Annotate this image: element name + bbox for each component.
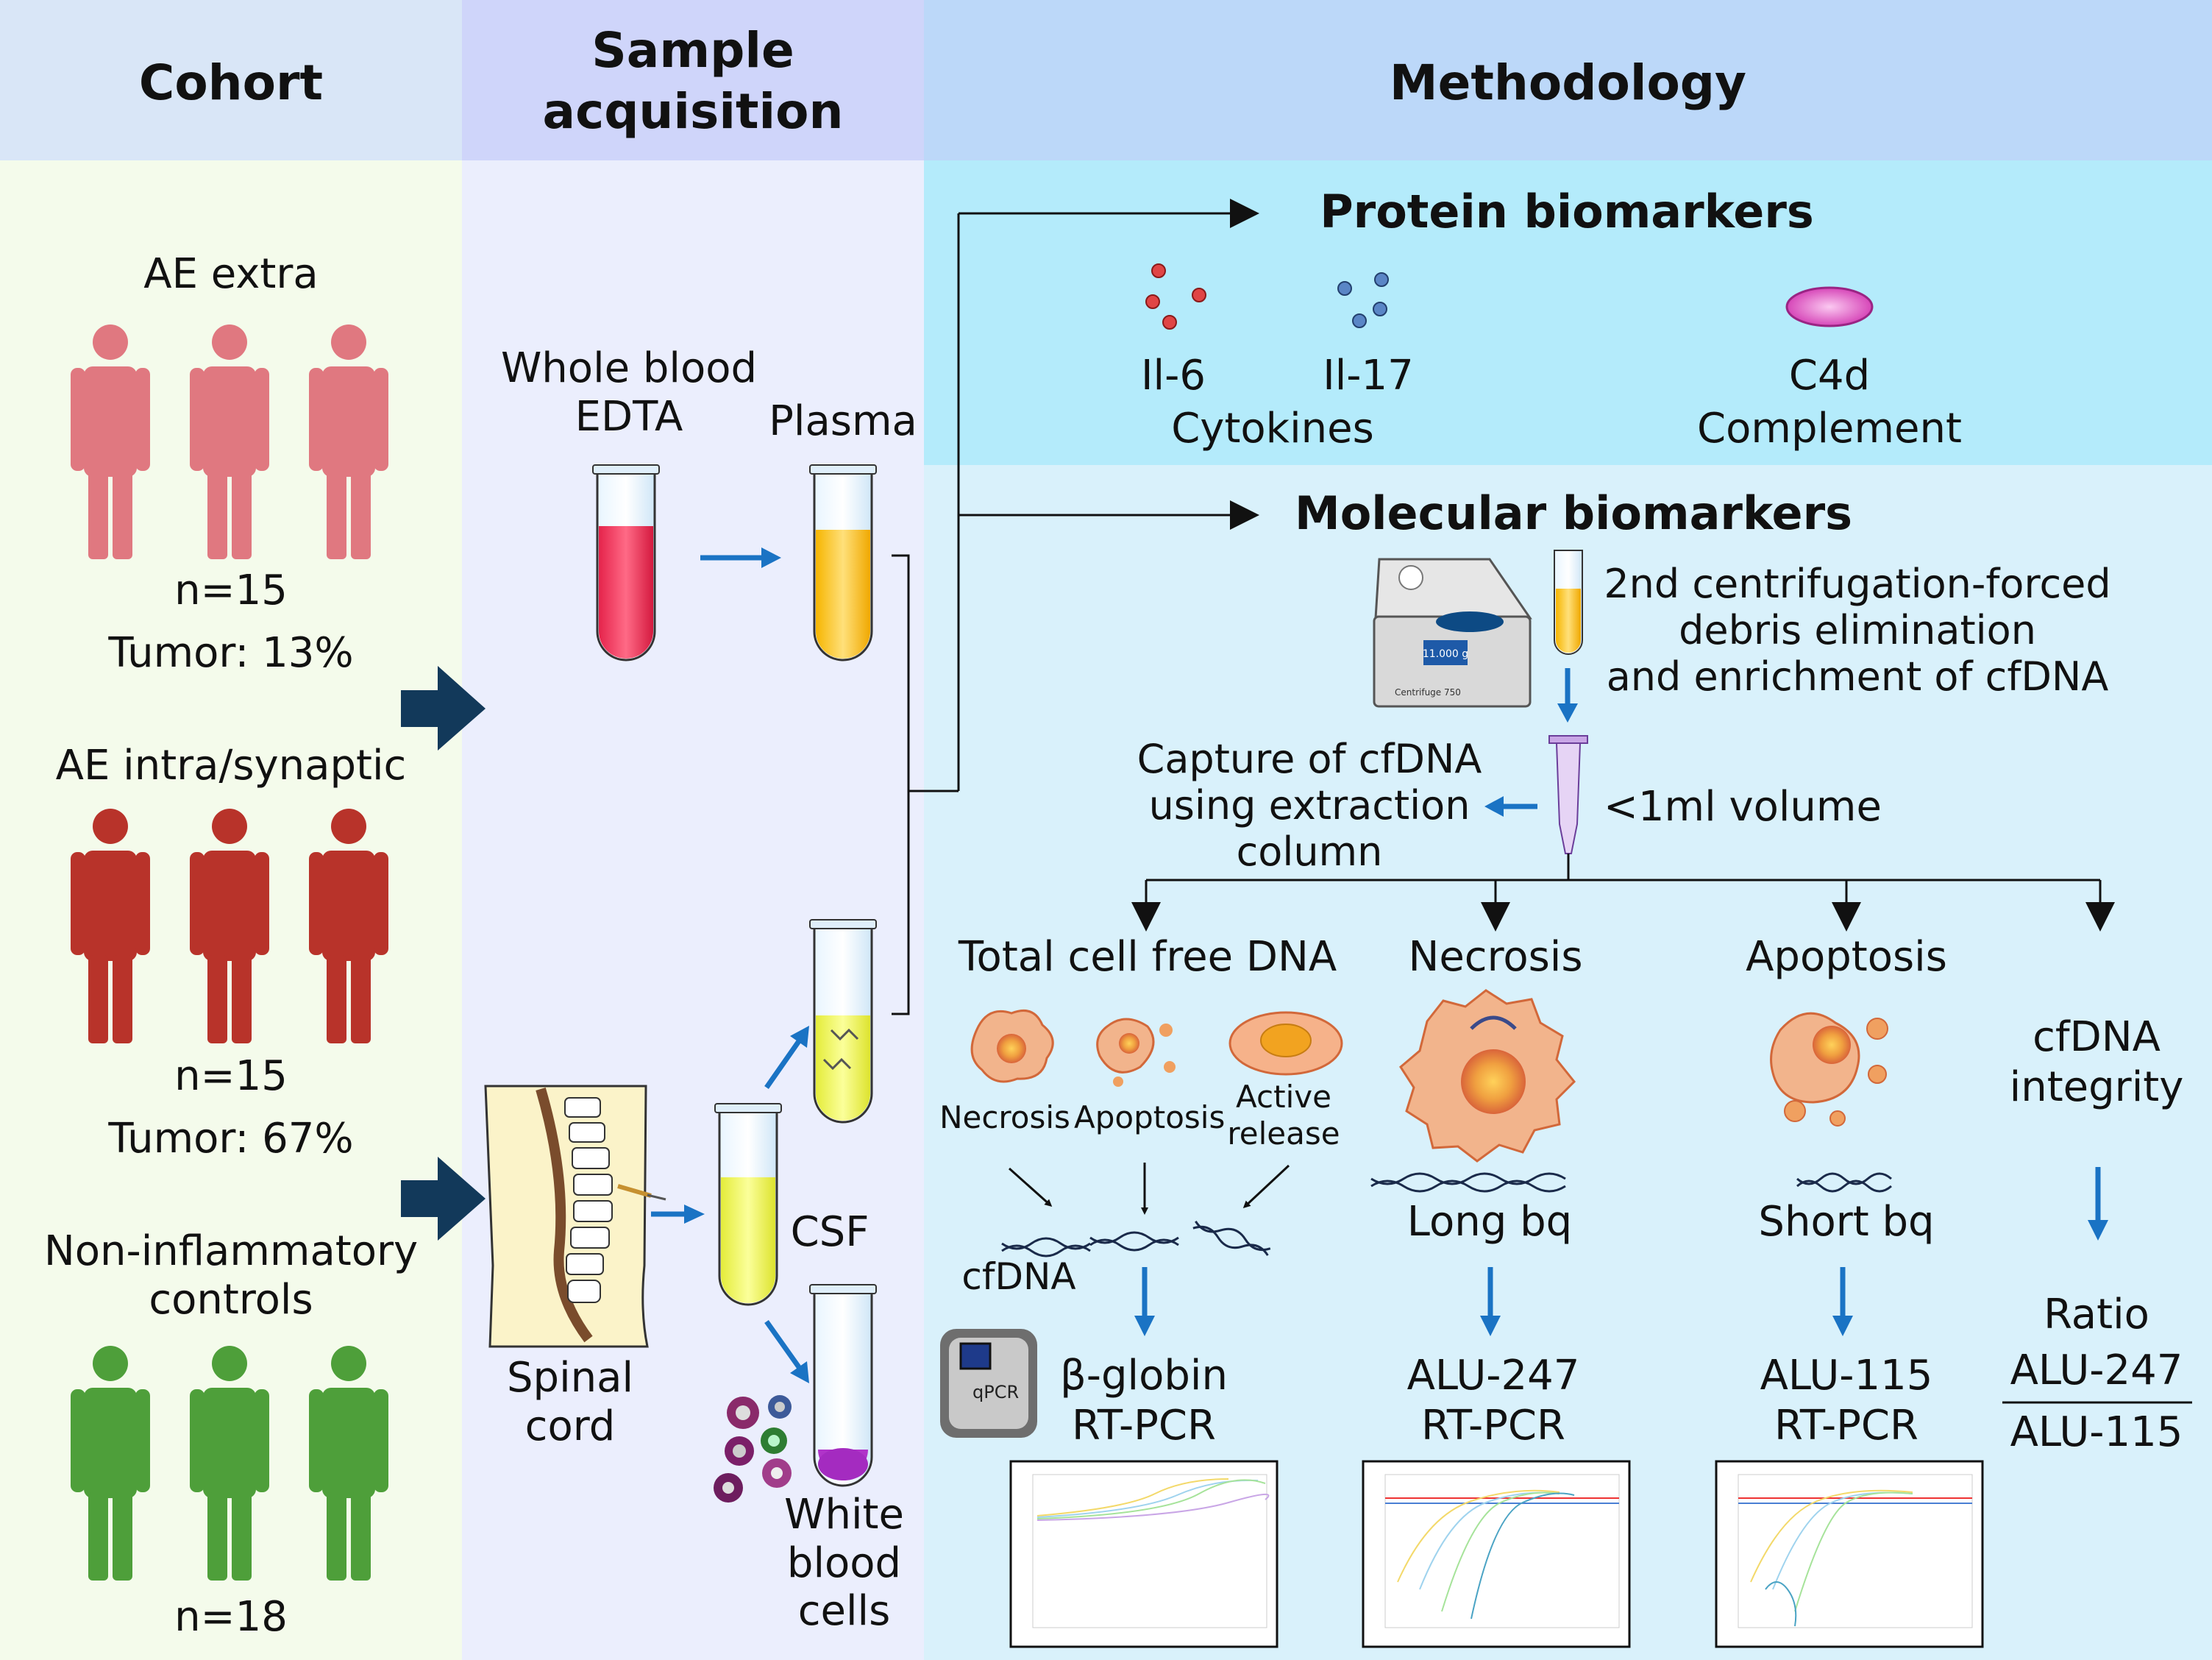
branch-apoptosis: Apoptosis [1746, 933, 1947, 981]
necrosis-cell-icon [1399, 989, 1576, 1163]
il17-molecules-icon [1337, 272, 1389, 328]
cfdna-tube [1554, 550, 1583, 655]
centrifugation-text: 2nd centrifugation-forced debris elimina… [1604, 561, 2111, 700]
cfdna-to-betaglobin-arrow [1134, 1267, 1155, 1336]
amplification-plot-alu115 [1715, 1460, 1984, 1648]
cohort-to-csf-arrow [401, 1157, 486, 1241]
cfdna-label: cfDNA [961, 1255, 1076, 1298]
methodology-header: Methodology [1389, 54, 1747, 111]
cohort-to-blood-arrow [401, 666, 486, 751]
amplification-plot-alu247 [1362, 1460, 1631, 1648]
group-ae-extra-tumor: Tumor: 13% [108, 629, 354, 677]
alu115-label: ALU-115 RT-PCR [1760, 1352, 1933, 1450]
blood-to-plasma-arrow [700, 547, 781, 568]
csf-label: CSF [790, 1208, 869, 1256]
branch-total-cfdna: Total cell free DNA [958, 933, 1337, 981]
group-controls-n: n=18 [174, 1593, 288, 1641]
qpcr-label: qPCR [972, 1382, 1019, 1402]
whole-blood-tube [592, 464, 660, 661]
spinal-cord-label: Spinal cord [506, 1354, 634, 1450]
branch-tree [1131, 854, 2115, 932]
short-dna-icon [1796, 1172, 1892, 1193]
long-bq-to-alu247-arrow [1480, 1267, 1501, 1336]
beta-globin-label: β-globin RT-PCR [1060, 1352, 1228, 1450]
short-bq-label: Short bq [1758, 1198, 1935, 1246]
complement-label: Complement [1697, 405, 1962, 453]
group-ae-intra-name: AE intra/synaptic [55, 742, 407, 790]
wbc-tube [809, 1284, 877, 1487]
cohort-header: Cohort [138, 54, 324, 111]
il6-label: Il-6 [1141, 352, 1206, 400]
sub-apoptosis-label: Apoptosis [1074, 1099, 1226, 1135]
c4d-label: C4d [1788, 352, 1871, 400]
whole-blood-label: Whole blood EDTA [500, 344, 758, 441]
group-ae-intra-people [71, 809, 388, 1043]
ratio-denominator: ALU-115 [2010, 1408, 2183, 1456]
centrifuge-display: 11.000 g [1423, 648, 1468, 660]
qpcr-machine-icon: qPCR [940, 1329, 1037, 1438]
ratio-numerator: ALU-247 [2010, 1347, 2183, 1394]
capture-text: Capture of cfDNA using extraction column [1137, 736, 1482, 876]
integrity-to-ratio-arrow [2088, 1167, 2108, 1241]
molecular-biomarkers-title: Molecular biomarkers [1295, 486, 1853, 540]
cytokines-label: Cytokines [1171, 405, 1374, 453]
amplification-plot-betaglobin [1009, 1460, 1279, 1648]
centrifuge-icon: 11.000 g Centrifuge 750 [1373, 558, 1532, 708]
extraction-column-icon [1548, 735, 1588, 854]
sub-necrosis-label: Necrosis [939, 1099, 1070, 1135]
methodology-header-bg [924, 0, 2212, 160]
small-active-release-cell-icon [1228, 1011, 1343, 1076]
cfdna-source-arrows [1009, 1163, 1290, 1215]
branch-necrosis: Necrosis [1408, 933, 1583, 981]
sample-bracket [892, 199, 1259, 1015]
il17-label: Il-17 [1323, 352, 1414, 400]
csf-to-supernatant-arrow [764, 1026, 809, 1090]
short-bq-to-alu115-arrow [1832, 1267, 1853, 1336]
branch-cfdna-integrity: cfDNA integrity [2009, 1013, 2184, 1112]
csf-to-wbc-arrow [764, 1319, 809, 1383]
cfdna-strands-icon [1001, 1220, 1271, 1258]
group-ae-extra-n: n=15 [174, 567, 288, 614]
group-controls-people [71, 1346, 388, 1581]
sub-active-release-label: Active release [1227, 1079, 1340, 1152]
small-apoptosis-cell-icon [1096, 1018, 1176, 1087]
group-ae-intra-tumor: Tumor: 67% [108, 1115, 354, 1163]
small-necrosis-cell-icon [970, 1010, 1054, 1083]
group-ae-intra-n: n=15 [174, 1052, 288, 1100]
volume-text: <1ml volume [1604, 783, 1882, 831]
ratio-label: Ratio [2044, 1291, 2149, 1338]
column-to-capture-arrow [1484, 796, 1537, 817]
long-dna-icon [1370, 1172, 1566, 1193]
alu247-label: ALU-247 RT-PCR [1406, 1352, 1580, 1450]
c4d-icon [1785, 286, 1874, 327]
wbc-cells-icon [714, 1395, 792, 1503]
sample-header: Sample acquisition [542, 22, 844, 140]
protein-biomarkers-title: Protein biomarkers [1320, 185, 1814, 238]
spinal-cord-illustration [484, 1085, 666, 1348]
protein-panel [924, 160, 2212, 465]
csf-supernatant-tube [809, 919, 877, 1124]
group-ae-extra-name: AE extra [143, 250, 319, 298]
white-blood-cells-label: White blood cells [784, 1491, 904, 1636]
sample-header-bg [462, 0, 924, 160]
tube-to-column-arrow [1557, 668, 1578, 723]
spine-to-csf-arrow [651, 1205, 705, 1224]
centrifuge-brand: Centrifuge 750 [1395, 687, 1461, 698]
plasma-label: Plasma [769, 397, 917, 445]
cohort-header-bg [0, 0, 462, 160]
group-controls-name: Non-inflammatory controls [43, 1227, 419, 1324]
plasma-tube [809, 464, 877, 661]
csf-tube [714, 1103, 782, 1306]
il6-molecules-icon [1145, 263, 1206, 330]
group-ae-extra-people [71, 324, 388, 559]
apoptosis-cell-icon [1770, 1012, 1888, 1127]
long-bq-label: Long bq [1406, 1198, 1573, 1246]
